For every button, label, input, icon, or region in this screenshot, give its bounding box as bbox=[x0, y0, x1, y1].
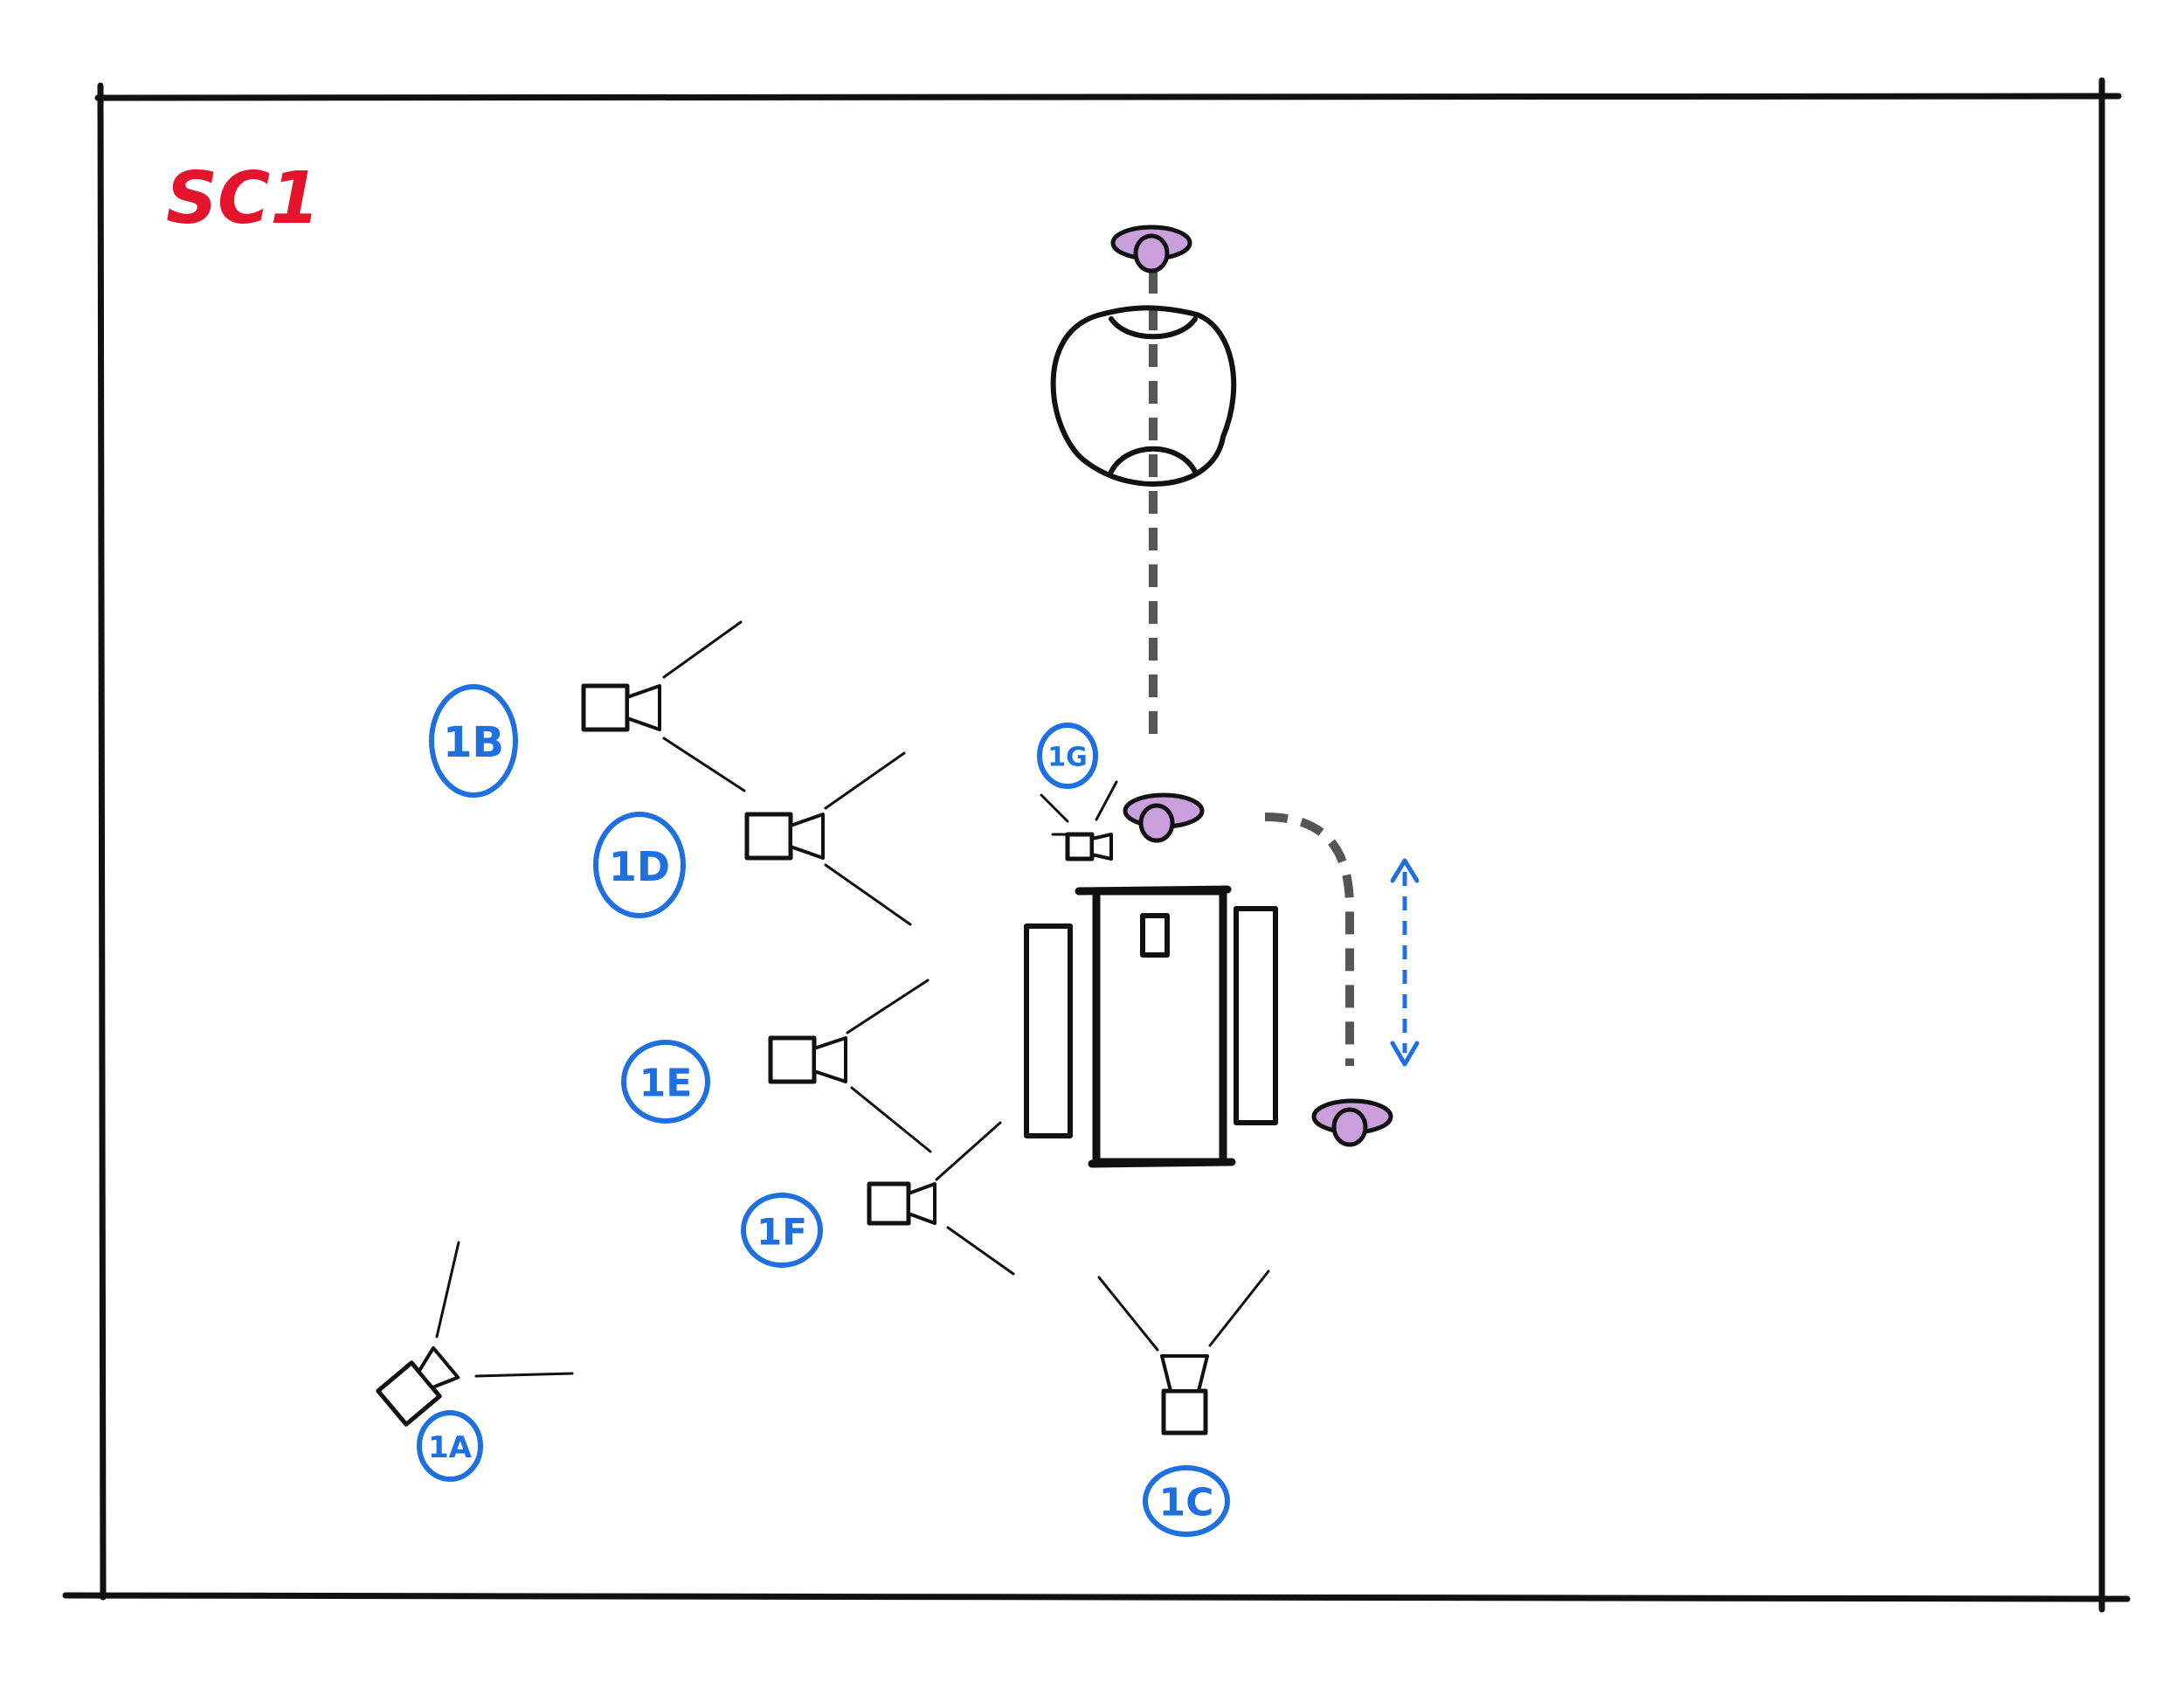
camera-1c bbox=[1097, 1269, 1270, 1435]
label-1a: 1A bbox=[417, 1410, 483, 1482]
camera-label: 1D bbox=[609, 843, 670, 890]
camera-icon bbox=[1065, 832, 1095, 861]
round-table bbox=[1050, 305, 1237, 487]
camera-label: 1A bbox=[428, 1430, 473, 1465]
label-1f: 1F bbox=[741, 1193, 823, 1268]
motion-arrow-icon bbox=[1390, 858, 1420, 1067]
camera-icon bbox=[768, 1035, 817, 1084]
label-1c: 1C bbox=[1143, 1465, 1230, 1537]
camera-icon bbox=[581, 683, 630, 732]
actor-right bbox=[1311, 1098, 1393, 1147]
actor-path-curve bbox=[1264, 813, 1354, 1066]
label-1e: 1E bbox=[621, 1040, 710, 1124]
camera-label: 1C bbox=[1159, 1481, 1214, 1525]
camera-1g bbox=[1040, 780, 1118, 861]
bed-furniture bbox=[1024, 885, 1278, 1168]
camera-icon bbox=[1161, 1388, 1208, 1435]
camera-label: 1F bbox=[757, 1211, 807, 1254]
camera-icon bbox=[744, 812, 793, 861]
label-1b: 1B bbox=[429, 684, 518, 798]
camera-label: 1G bbox=[1047, 743, 1088, 773]
actor-top bbox=[1110, 225, 1192, 273]
camera-1f bbox=[867, 1121, 1015, 1276]
label-1d: 1D bbox=[593, 812, 686, 918]
actor-middle bbox=[1123, 792, 1205, 843]
camera-1b bbox=[581, 620, 746, 792]
camera-label: 1E bbox=[639, 1062, 693, 1106]
camera-1e bbox=[768, 979, 932, 1153]
camera-icon bbox=[867, 1181, 911, 1226]
frame-border bbox=[62, 77, 2131, 1613]
scene-title: SC1 bbox=[166, 157, 320, 240]
camera-1d bbox=[744, 751, 912, 926]
camera-1a bbox=[376, 1241, 574, 1427]
camera-label: 1B bbox=[443, 718, 504, 767]
label-1g: 1G bbox=[1037, 723, 1098, 789]
